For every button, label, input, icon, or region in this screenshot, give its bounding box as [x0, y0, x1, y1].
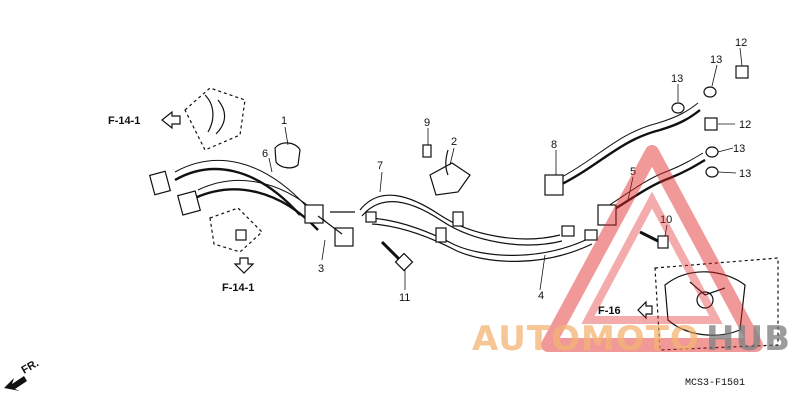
banjo-bolt — [704, 117, 718, 131]
ref-f14-1-bottom: F-14-1 — [222, 282, 254, 294]
callout-1: 1 — [281, 115, 287, 127]
phantom-box-caliper — [654, 257, 779, 351]
phantom-box-upper — [184, 87, 246, 151]
joint-block — [304, 204, 324, 224]
section-references: F-14-1 F-14-1 F-16 — [108, 115, 621, 317]
callout-4: 4 — [538, 290, 544, 302]
callout-11: 11 — [399, 292, 410, 304]
ref-f14-1-top: F-14-1 — [108, 115, 140, 127]
part-callouts: 1 2 3 4 5 6 7 8 9 10 11 12 12 13 13 13 1… — [262, 37, 751, 304]
ref-arrow-down-icon — [233, 257, 255, 274]
fitting-block — [597, 204, 617, 226]
pipe-stub — [204, 94, 214, 133]
fitting-block — [148, 170, 172, 196]
brake-pipe — [361, 201, 563, 246]
front-direction-indicator: FR. — [4, 357, 41, 391]
brake-pipe — [371, 223, 593, 262]
callout-6: 6 — [262, 148, 268, 160]
caliper-piston — [696, 291, 714, 309]
front-label: FR. — [20, 357, 41, 376]
callout-8: 8 — [551, 139, 557, 151]
sealing-washer — [705, 146, 719, 158]
watermark-inner-triangle-icon — [581, 191, 723, 324]
center-pipe-assembly — [359, 144, 598, 272]
ref-arrow-left-icon — [637, 300, 653, 320]
caliper-line — [689, 281, 726, 296]
watermark: AUTOMOTO HUB — [472, 145, 791, 359]
bolt — [235, 229, 247, 241]
callout-5: 5 — [630, 166, 636, 178]
callout-9: 9 — [424, 117, 430, 129]
callout-13-top: 13 — [710, 54, 722, 66]
callout-13-mid: 13 — [733, 143, 745, 155]
hose — [559, 109, 701, 187]
ref-arrow-left-icon — [161, 110, 181, 130]
watermark-triangle-icon — [541, 145, 763, 352]
pipe-fitting — [365, 211, 377, 223]
ref-f16: F-16 — [598, 305, 621, 317]
banjo-bolt — [735, 65, 749, 79]
bolt-shaft — [639, 230, 661, 244]
callout-12-top: 12 — [735, 37, 747, 49]
callout-12-mid: 12 — [739, 119, 751, 131]
hose — [174, 167, 301, 216]
watermark-text-right: HUB — [706, 319, 791, 359]
phantom-box-lower — [209, 207, 263, 253]
sealing-washer — [703, 86, 717, 98]
fitting-block — [544, 174, 564, 196]
bolt-head — [394, 252, 414, 272]
pipe-fitting — [584, 229, 598, 241]
pipe-clamp — [429, 162, 471, 196]
callout-13-left: 13 — [671, 73, 683, 85]
right-hose-assembly — [544, 65, 779, 351]
fitting-block — [176, 190, 202, 216]
pipe-fitting — [561, 225, 575, 237]
hose — [559, 102, 699, 179]
hose — [604, 152, 704, 209]
hose — [174, 160, 309, 209]
callout-13-low: 13 — [739, 168, 751, 180]
hose — [604, 158, 706, 217]
pipe-clamp-arm — [445, 149, 449, 176]
brake-pipe — [369, 217, 591, 256]
callout-7: 7 — [377, 160, 383, 172]
front-arrow-icon — [4, 376, 27, 391]
left-hose-assembly — [148, 87, 355, 253]
hose — [194, 188, 319, 231]
bolt — [422, 144, 432, 158]
brake-pipe — [359, 194, 561, 240]
clamp — [274, 142, 301, 169]
grommet — [435, 227, 447, 243]
callout-3: 3 — [318, 263, 324, 275]
sealing-washer — [705, 166, 719, 178]
reference-arrows — [161, 110, 653, 320]
grommet — [452, 211, 464, 227]
watermark-text-left: AUTOMOTO — [472, 319, 700, 359]
callout-2: 2 — [451, 136, 457, 148]
bolt-head — [657, 235, 669, 249]
diagram-code: MCS3-F1501 — [685, 378, 745, 389]
pipe-stub — [215, 99, 226, 135]
callout-10: 10 — [660, 214, 672, 226]
sealing-washer — [671, 102, 685, 114]
leader-lines — [268, 47, 743, 291]
joint-link — [317, 215, 343, 235]
